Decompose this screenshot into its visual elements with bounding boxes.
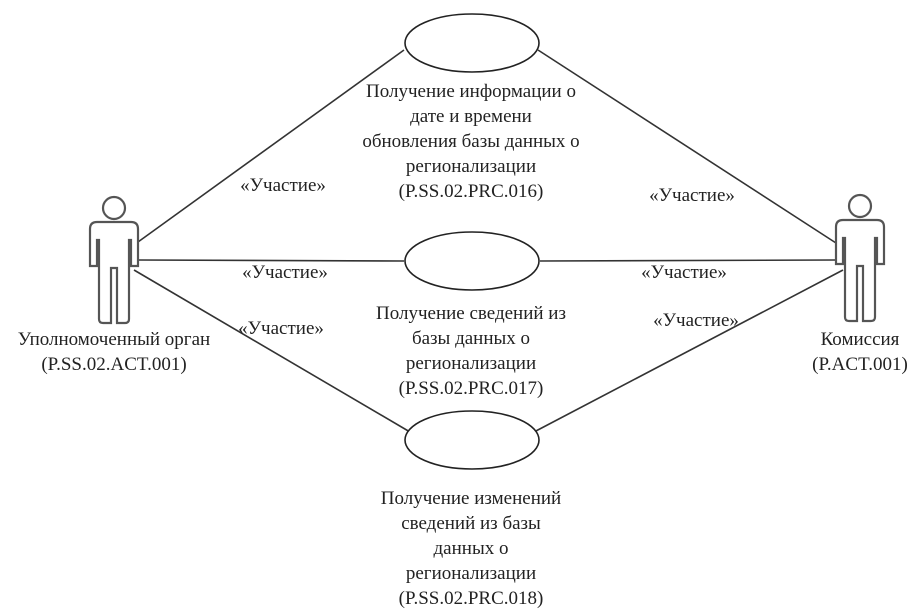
association-line-left-bottom bbox=[133, 269, 411, 433]
use-case-ellipse-017[interactable] bbox=[404, 231, 540, 291]
use-case-code: (P.SS.02.PRC.016) bbox=[399, 181, 544, 202]
association-label: «Участие» bbox=[238, 318, 324, 339]
use-case-text: Получение сведений из bbox=[376, 303, 566, 324]
use-case-text: данных о bbox=[434, 538, 509, 559]
actor-body-icon bbox=[834, 218, 886, 323]
association-label: «Участие» bbox=[641, 262, 727, 283]
use-case-label-018: Получение изменений сведений из базы дан… bbox=[381, 488, 561, 609]
actor-label-left: Уполномоченный орган (P.SS.02.ACT.001) bbox=[18, 329, 210, 375]
actor-head-icon bbox=[847, 193, 873, 219]
association-label: «Участие» bbox=[653, 310, 739, 331]
use-case-text: сведений из базы bbox=[401, 513, 541, 534]
use-case-text: дате и времени bbox=[410, 106, 532, 127]
actor-name: Комиссия bbox=[821, 329, 900, 350]
actor-code: (P.ACT.001) bbox=[812, 354, 908, 375]
actor-authorized-body[interactable] bbox=[88, 195, 140, 325]
actor-commission[interactable] bbox=[834, 193, 886, 323]
association-line-left-top bbox=[137, 49, 405, 243]
use-case-code: (P.SS.02.PRC.017) bbox=[399, 378, 544, 399]
actor-code: (P.SS.02.ACT.001) bbox=[41, 354, 186, 375]
actor-name: Уполномоченный орган bbox=[18, 329, 210, 350]
use-case-ellipse-018[interactable] bbox=[404, 410, 540, 470]
actor-head-icon bbox=[101, 195, 127, 221]
use-case-label-017: Получение сведений из базы данных о реги… bbox=[376, 303, 566, 399]
association-label: «Участие» bbox=[240, 175, 326, 196]
use-case-text: базы данных о bbox=[412, 328, 530, 349]
use-case-text: Получение изменений bbox=[381, 488, 561, 509]
actor-label-right: Комиссия (P.ACT.001) bbox=[812, 329, 908, 375]
use-case-ellipse-016[interactable] bbox=[404, 13, 540, 73]
use-case-label-016: Получение информации о дате и времени об… bbox=[362, 81, 579, 202]
association-line-right-bottom bbox=[533, 269, 844, 433]
actor-body-icon bbox=[88, 220, 140, 325]
use-case-text: Получение информации о bbox=[366, 81, 576, 102]
association-line-left-middle bbox=[137, 259, 405, 262]
use-case-text: регионализации bbox=[406, 353, 536, 374]
use-case-text: обновления базы данных о bbox=[362, 131, 579, 152]
use-case-text: регионализации bbox=[406, 563, 536, 584]
association-label: «Участие» bbox=[242, 262, 328, 283]
association-line-right-middle bbox=[539, 259, 837, 262]
use-case-text: регионализации bbox=[406, 156, 536, 177]
association-line-right-top bbox=[537, 49, 837, 244]
association-label: «Участие» bbox=[649, 185, 735, 206]
use-case-code: (P.SS.02.PRC.018) bbox=[399, 588, 544, 609]
